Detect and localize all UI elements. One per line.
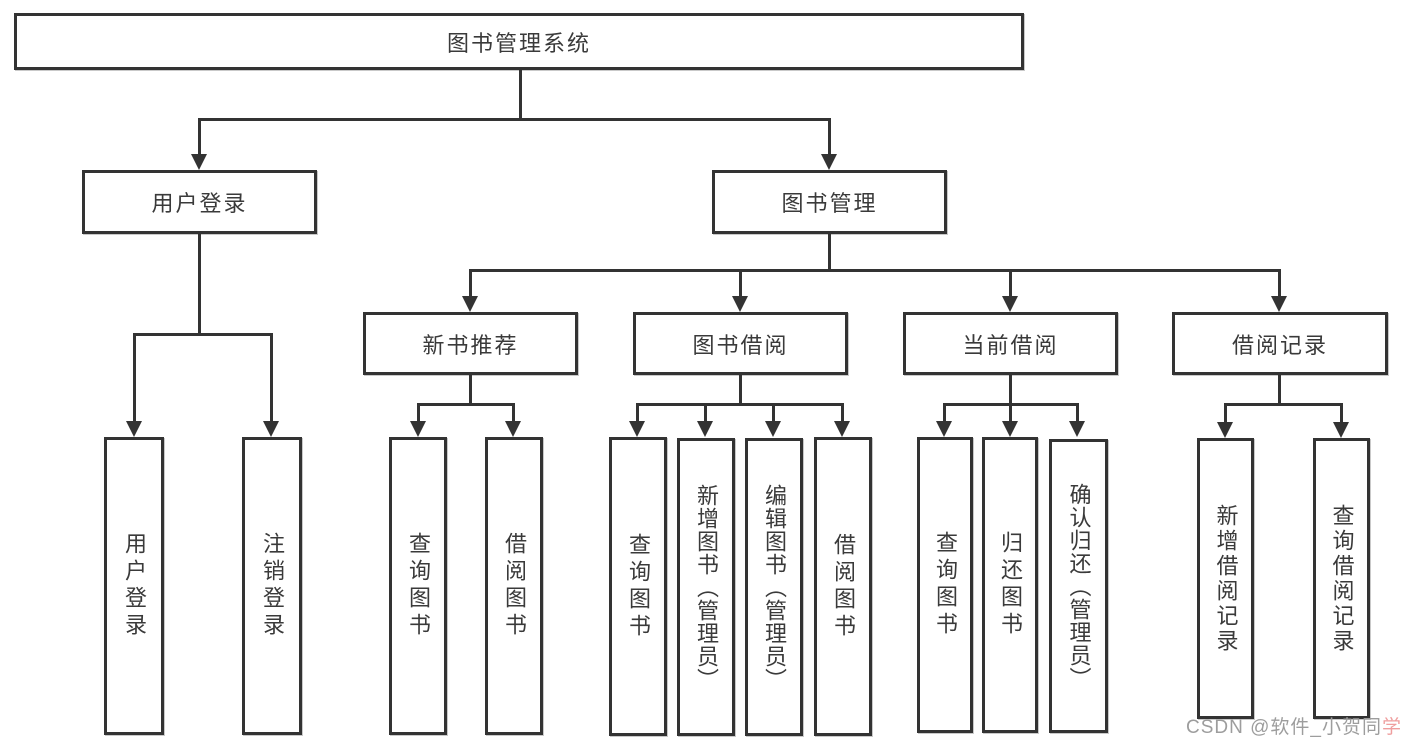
connector-line (636, 403, 639, 421)
csdn-watermark: CSDN @软件_小贺同学 (1186, 712, 1402, 739)
leaf-query-borrow-record-label: 查询借阅记录 (1329, 503, 1355, 654)
arrow-down-icon (126, 421, 142, 437)
connector-line (512, 403, 515, 421)
node-user-login: 用户登录 (82, 170, 317, 234)
connector-line (828, 118, 831, 154)
connector-line (198, 234, 201, 335)
connector-line (1224, 403, 1342, 406)
connector-line (133, 333, 136, 421)
leaf-query-books-1-label: 查询图书 (406, 532, 431, 640)
leaf-query-books-2: 查询图书 (609, 437, 667, 736)
connector-line (1340, 403, 1343, 422)
connector-line (636, 403, 844, 406)
leaf-confirm-return-admin-label: 确认归还（管理员） (1066, 482, 1092, 690)
leaf-user-login-label: 用户登录 (122, 532, 147, 640)
node-book-borrow: 图书借阅 (633, 312, 848, 375)
leaf-borrow-books-2-label: 借阅图书 (831, 532, 856, 641)
node-book-borrow-label: 图书借阅 (692, 332, 789, 358)
leaf-return-books-label: 归还图书 (998, 531, 1023, 639)
arrow-down-icon (1333, 422, 1349, 438)
arrow-down-icon (1069, 421, 1085, 437)
connector-line (1009, 269, 1012, 297)
connector-line (739, 375, 742, 406)
arrow-down-icon (765, 421, 781, 437)
connector-line (417, 403, 420, 421)
node-borrow-records: 借阅记录 (1172, 312, 1388, 375)
leaf-add-books-admin-label: 新增图书（管理员） (694, 483, 719, 691)
connector-line (469, 269, 1281, 272)
leaf-query-borrow-record: 查询借阅记录 (1313, 438, 1370, 719)
leaf-query-books-3-label: 查询图书 (933, 531, 958, 639)
csdn-watermark-pink: 学 (1381, 717, 1402, 738)
connector-line (841, 403, 844, 421)
arrow-down-icon (936, 421, 952, 437)
arrow-down-icon (410, 421, 426, 437)
connector-line (828, 234, 831, 271)
connector-line (739, 269, 742, 297)
connector-line (943, 403, 946, 421)
node-book-management: 图书管理 (712, 170, 947, 234)
arrow-down-icon (732, 296, 748, 312)
leaf-add-books-admin: 新增图书（管理员） (677, 438, 735, 736)
leaf-borrow-books-1-label: 借阅图书 (502, 532, 527, 640)
node-book-management-label: 图书管理 (781, 191, 878, 216)
leaf-edit-books-admin-label: 编辑图书（管理员） (762, 483, 787, 691)
leaf-logout-label: 注销登录 (260, 532, 285, 640)
arrow-down-icon (1002, 296, 1018, 312)
arrow-down-icon (834, 421, 850, 437)
arrow-down-icon (697, 421, 713, 437)
leaf-query-books-3: 查询图书 (917, 437, 973, 733)
leaf-edit-books-admin: 编辑图书（管理员） (745, 438, 803, 736)
leaf-borrow-books-1: 借阅图书 (485, 437, 543, 735)
connector-line (519, 70, 522, 120)
leaf-add-borrow-record-label: 新增借阅记录 (1213, 503, 1239, 654)
connector-line (270, 333, 273, 421)
arrow-down-icon (1271, 296, 1287, 312)
arrow-down-icon (821, 154, 837, 170)
node-new-book-recommend-label: 新书推荐 (422, 332, 519, 358)
node-borrow-records-label: 借阅记录 (1231, 332, 1328, 358)
arrow-down-icon (1002, 421, 1018, 437)
connector-line (1278, 269, 1281, 297)
leaf-return-books: 归还图书 (982, 437, 1038, 733)
connector-line (704, 403, 707, 421)
arrow-down-icon (191, 154, 207, 170)
connector-line (133, 333, 273, 336)
node-current-borrow: 当前借阅 (903, 312, 1118, 375)
connector-line (772, 403, 775, 421)
leaf-user-login: 用户登录 (104, 437, 164, 735)
leaf-query-books-2-label: 查询图书 (626, 532, 651, 641)
arrow-down-icon (629, 421, 645, 437)
csdn-watermark-gray: CSDN @软件_小贺同 (1186, 717, 1382, 738)
arrow-down-icon (1217, 422, 1233, 438)
connector-line (1009, 403, 1012, 421)
arrow-down-icon (462, 296, 478, 312)
leaf-add-borrow-record: 新增借阅记录 (1197, 438, 1254, 719)
leaf-logout: 注销登录 (242, 437, 302, 735)
node-current-borrow-label: 当前借阅 (962, 332, 1059, 358)
connector-line (198, 118, 830, 121)
arrow-down-icon (505, 421, 521, 437)
leaf-confirm-return-admin: 确认归还（管理员） (1049, 439, 1108, 733)
connector-line (469, 269, 472, 297)
connector-line (198, 118, 201, 154)
arrow-down-icon (263, 421, 279, 437)
connector-line (1224, 403, 1227, 422)
connector-line (469, 375, 472, 406)
node-new-book-recommend: 新书推荐 (363, 312, 578, 375)
connector-line (417, 403, 515, 406)
leaf-borrow-books-2: 借阅图书 (814, 437, 872, 736)
node-root-label: 图书管理系统 (446, 30, 591, 56)
connector-line (1076, 403, 1079, 421)
connector-line (1278, 375, 1281, 406)
node-user-login-label: 用户登录 (151, 191, 248, 216)
leaf-query-books-1: 查询图书 (389, 437, 447, 735)
connector-line (1009, 375, 1012, 406)
node-root: 图书管理系统 (14, 13, 1024, 70)
